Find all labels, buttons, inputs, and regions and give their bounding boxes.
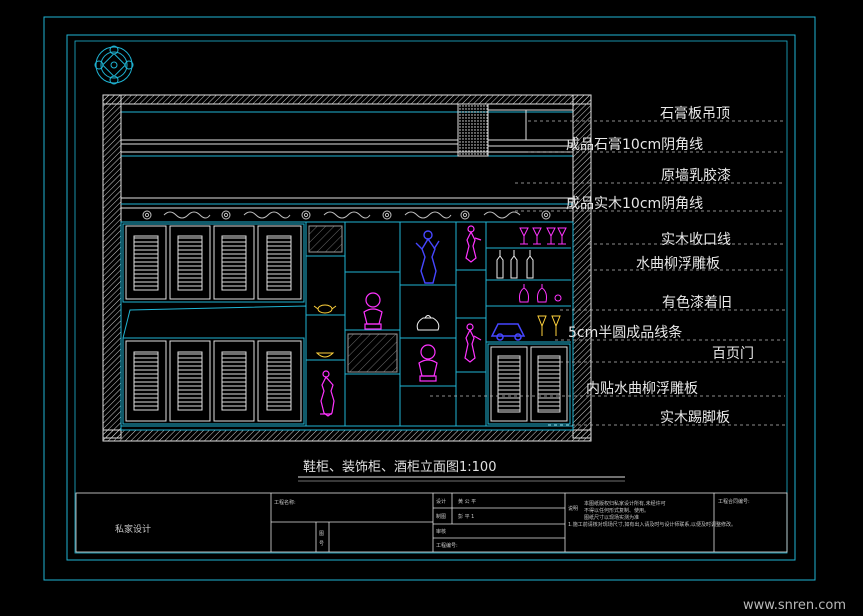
contract-number-label: 工程合同编号: [718, 498, 750, 505]
carved-frieze [142, 210, 551, 220]
label-gypsum-ceiling: 石膏板吊顶 [660, 105, 730, 122]
label-louver-door: 百页门 [712, 346, 754, 362]
field-drawing-no-2: 号 [319, 541, 324, 547]
company-name: 私家设计 [115, 523, 151, 535]
label-skirting-board: 实木踢脚板 [660, 410, 730, 426]
vase-icon [416, 315, 440, 331]
field-drawing-no-1: 图 [319, 531, 324, 537]
leader-lines [430, 120, 785, 426]
note-line-1: 本图纸版权归私家设计所有,未经许可 [584, 500, 666, 507]
title-block-table [75, 492, 788, 553]
goblets-icon [537, 315, 561, 336]
ceiling-section [102, 94, 592, 157]
car-model-icon [490, 323, 526, 341]
wine-bottles-icon [496, 250, 534, 279]
field-drawing-value: 彭 平 1 [458, 513, 474, 520]
project-label: 工程名称: [274, 499, 296, 506]
title-block-text: 私家设计 工程名称: 设计 黄 公 平 制图 彭 平 1 审核 工程编号: 图 … [115, 498, 750, 549]
field-design: 设计 [436, 498, 446, 505]
field-review: 审核 [436, 528, 446, 535]
note-line-2: 不得以任何形式复制、使用。 [584, 507, 649, 514]
figurine-upper-icon [465, 225, 482, 263]
wine-glasses-icon [519, 227, 567, 245]
label-wood-trim: 实木收口线 [661, 232, 731, 248]
glass-panels [308, 225, 398, 373]
bust-icon [363, 292, 383, 330]
label-inner-ash-panel: 内贴水曲柳浮雕板 [586, 380, 698, 397]
statue-left-icon [320, 370, 335, 417]
field-project-number: 工程编号: [436, 542, 458, 549]
label-ash-panel: 水曲柳浮雕板 [636, 255, 720, 272]
bust-lower-icon [418, 344, 438, 382]
note-line-4: 1.施工前请核对现场尺寸,如有出入请及时与设计师联系,以便及时调整修改。 [568, 521, 736, 528]
logo-emblem-icon [94, 45, 134, 85]
decanters-icon [519, 284, 562, 303]
statue-center-icon [415, 230, 440, 284]
drawing-title: 鞋柜、装饰柜、酒柜立面图1:100 [303, 459, 496, 475]
label-latex-paint: 原墙乳胶漆 [661, 167, 731, 184]
sheet-border [43, 16, 816, 581]
note-line-3: 图纸尺寸以现场实测为准 [584, 514, 639, 521]
field-drawing: 制图 [436, 513, 446, 520]
cabinet-frame [120, 221, 574, 431]
label-colored-lacquer: 有色漆着旧 [662, 294, 732, 311]
annotation-labels: 石膏板吊顶 成品石膏10cm阴角线 原墙乳胶漆 成品实木10cm阴角线 实木收口… [566, 105, 754, 426]
figurine-lower-icon [464, 323, 482, 363]
watermark: www.snren.com [743, 598, 846, 613]
bowl-icon [315, 352, 335, 358]
label-wood-cornice: 成品实木10cm阴角线 [566, 196, 703, 212]
louvered-doors [125, 225, 568, 422]
notes-label: 说明 [568, 505, 578, 512]
wall-area [121, 197, 573, 223]
field-design-value: 黄 公 平 [458, 498, 476, 505]
label-half-round-molding: 5cm半圆成品线条 [568, 324, 682, 341]
teapot-icon [313, 304, 337, 314]
drawing-title-block: 鞋柜、装饰柜、酒柜立面图1:100 [298, 459, 625, 482]
label-gypsum-cornice: 成品石膏10cm阴角线 [566, 136, 703, 153]
